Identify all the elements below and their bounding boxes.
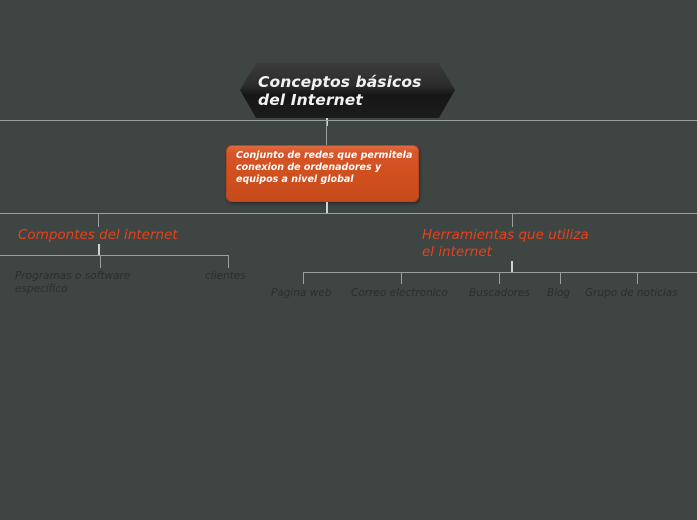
connector-branch-right-stem bbox=[511, 261, 513, 272]
connector-bar-level2 bbox=[0, 213, 697, 214]
connector-to-leaf-correo bbox=[401, 272, 402, 284]
connector-to-leaf-grupo-noticias bbox=[637, 272, 638, 284]
connector-branch-left-stem bbox=[98, 244, 100, 255]
leaf-label-blog[interactable]: Blog bbox=[547, 287, 571, 299]
leaf-label-buscadores[interactable]: Buscadores bbox=[469, 287, 530, 299]
connector-to-definition bbox=[326, 120, 327, 146]
connector-to-branch-left bbox=[98, 213, 99, 227]
connector-bar-level1 bbox=[0, 120, 697, 121]
connector-to-leaf-pagina-web bbox=[303, 272, 304, 284]
connector-to-leaf-clientes bbox=[228, 255, 229, 268]
connector-to-branch-right bbox=[512, 213, 513, 227]
leaf-label-correo-electronico[interactable]: Correo electronico bbox=[351, 287, 448, 299]
root-node-title: Conceptos básicos del Internet bbox=[258, 73, 422, 109]
definition-node-shape[interactable] bbox=[226, 145, 419, 202]
leaf-label-clientes[interactable]: clientes bbox=[205, 270, 246, 282]
root-node-shape[interactable] bbox=[240, 63, 455, 118]
connector-to-leaf-programas bbox=[100, 255, 101, 268]
leaf-label-grupo-de-noticias[interactable]: Grupo de noticias bbox=[585, 287, 678, 299]
branch-label-components[interactable]: Compontes del internet bbox=[18, 227, 178, 243]
connector-bar-branch-right bbox=[303, 272, 697, 273]
branch-label-herramientas[interactable]: Herramientas que utiliza el internet bbox=[422, 227, 589, 260]
connector-to-leaf-buscadores bbox=[499, 272, 500, 284]
connector-bar-branch-left bbox=[0, 255, 229, 256]
connector-to-leaf-blog bbox=[560, 272, 561, 284]
connector-root-stem bbox=[326, 118, 328, 126]
definition-node-text: Conjunto de redes que permitela conexion… bbox=[236, 150, 413, 185]
leaf-label-pagina-web[interactable]: Pagina web bbox=[271, 287, 332, 299]
leaf-label-programas[interactable]: Programas o software específico bbox=[15, 270, 131, 295]
connector-definition-stem bbox=[326, 202, 328, 214]
